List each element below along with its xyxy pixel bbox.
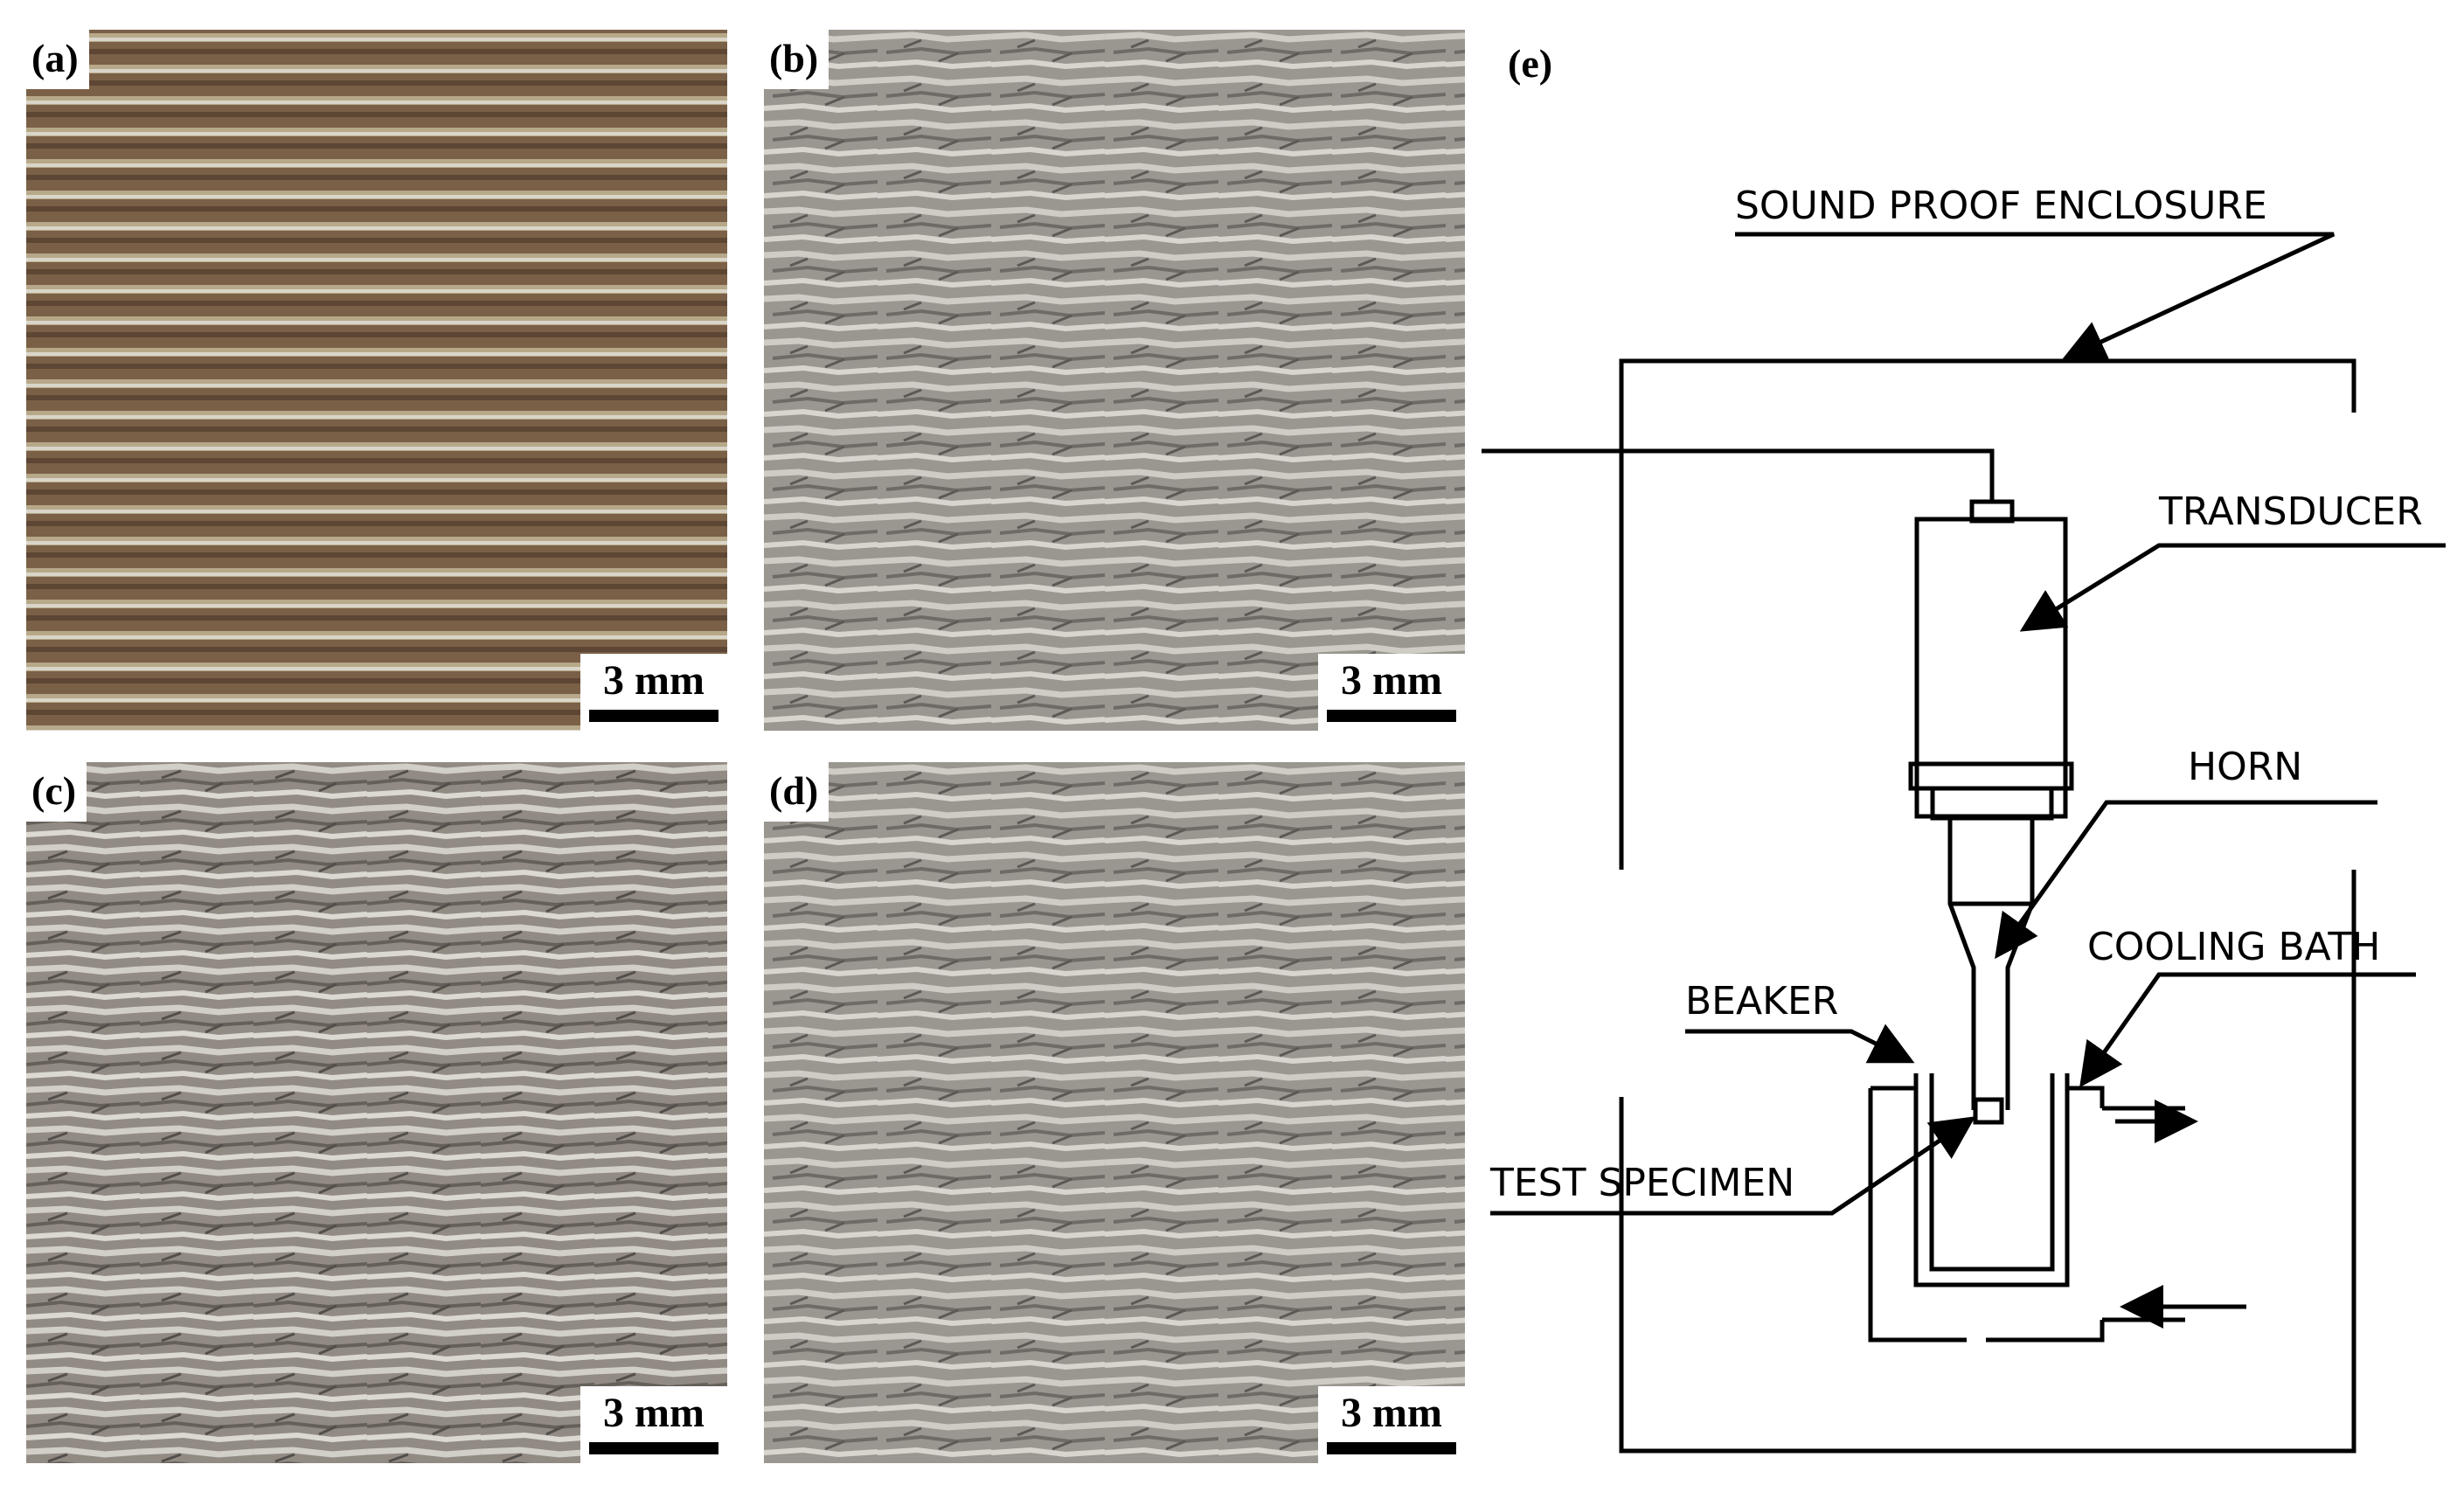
horn-leader [1995,800,2377,960]
scale-bar-text-d: 3 mm [1341,1389,1442,1436]
surface-photo-d [764,762,1465,1463]
micrograph-panel-b: (b) 3 mm [764,30,1465,731]
cooling-bath-outline [1868,1086,2185,1343]
beaker-outline [1913,1073,2070,1287]
enclosure-leader [1735,232,2336,362]
scale-bar-c: 3 mm [580,1385,727,1463]
test-specimen [1973,1097,2004,1125]
transducer-body [1914,517,2068,819]
enclosure-outline [1619,358,2356,1454]
panel-label-b: (b) [764,30,829,89]
scale-bar-line-d [1327,1442,1456,1454]
panel-label-c: (c) [26,762,87,822]
scale-bar-text-a: 3 mm [603,656,704,704]
cooling-bath-leader [2079,972,2416,1088]
scale-bar-d: 3 mm [1318,1385,1465,1463]
scale-bar-text-b: 3 mm [1341,656,1442,704]
surface-photo-c [26,762,727,1463]
scale-bar-a: 3 mm [580,653,727,731]
scale-bar-b: 3 mm [1318,653,1465,731]
transducer-label: TRANSDUCER [2158,489,2423,534]
test-specimen-label: TEST SPECIMEN [1489,1161,1794,1205]
micrograph-panel-a: (a) 3 mm [26,30,727,731]
panel-label-a: (a) [26,30,89,89]
transducer-cable [1482,448,1995,502]
transducer-connector [1969,499,2015,524]
scale-bar-line-a [589,710,718,722]
panel-label-d: (d) [764,762,829,822]
horn-outline [1947,818,2035,1110]
transducer-base [1930,786,2054,821]
surface-photo-b [764,30,1465,731]
specimen-leader [1490,1116,1976,1216]
horn-label: HORN [2188,745,2302,789]
scale-bar-line-b [1327,710,1456,722]
micrograph-panel-c: (c) 3 mm [26,762,727,1463]
cooling-bath-label: COOLING BATH [2087,925,2380,969]
surface-photo-a [26,30,727,731]
scale-bar-line-c [589,1442,718,1454]
micrograph-panel-d: (d) 3 mm [764,762,1465,1463]
transducer-flange [1908,761,2074,791]
enclosure-label: SOUND PROOF ENCLOSURE [1735,184,2267,228]
scale-bar-text-c: 3 mm [603,1389,704,1436]
panel-label-e: (e) [1508,41,1552,86]
transducer-leader [2019,543,2446,632]
beaker-label: BEAKER [1685,979,1838,1024]
ultrasonic-setup-diagram: (e) SOUND PROOF ENCLOSURE TRANSDUCER HOR… [1482,41,2446,1454]
beaker-leader [1685,1024,1915,1064]
